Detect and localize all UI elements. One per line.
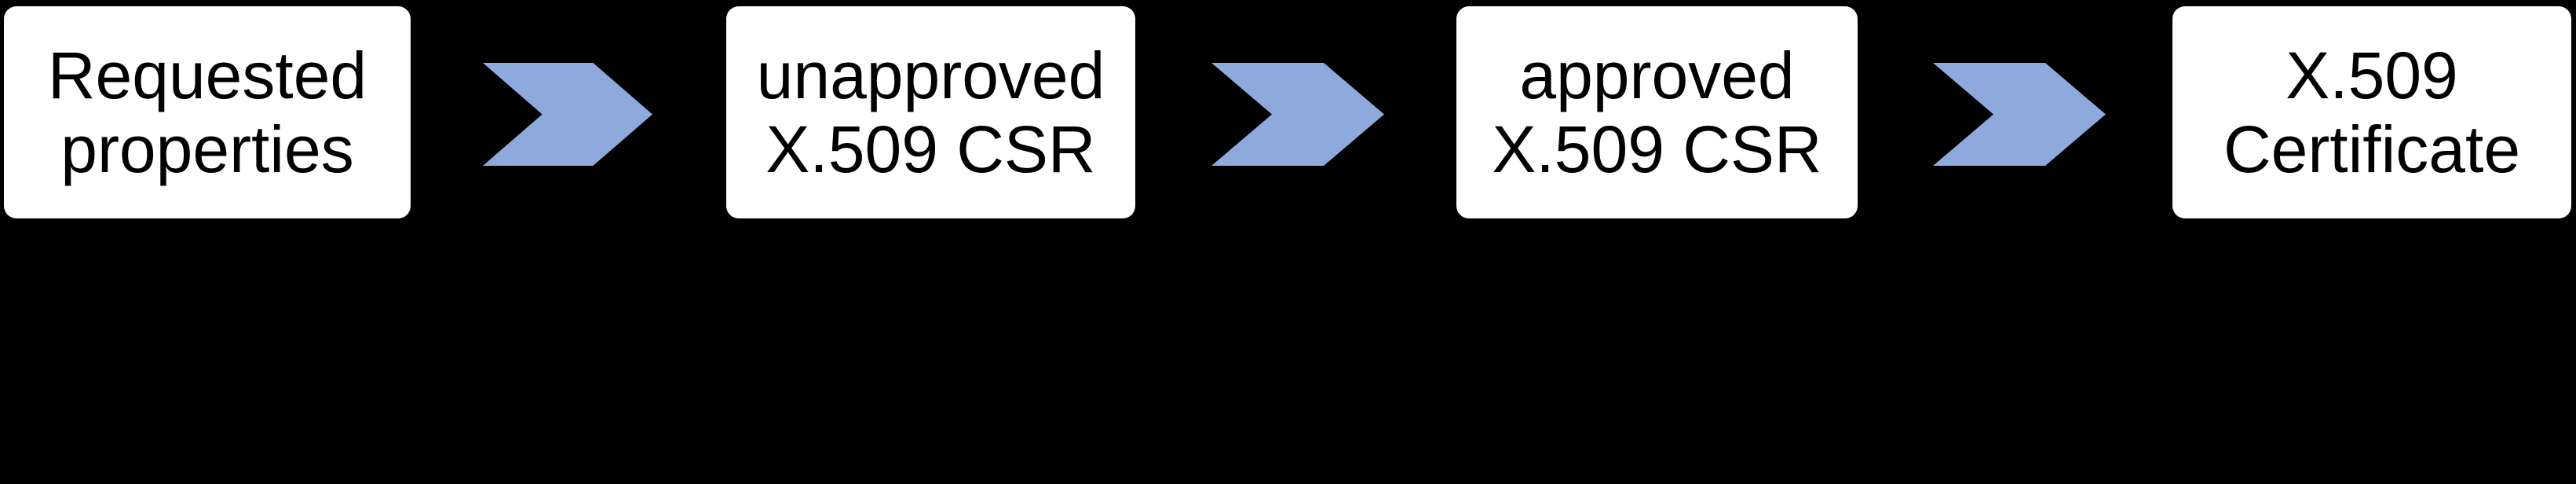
chevron-right-icon — [1211, 63, 1384, 166]
step-label-line: properties — [60, 112, 354, 186]
step-label-line: approved — [1519, 38, 1795, 112]
chevron-right-icon — [1933, 63, 2106, 166]
step-label-line: unapproved — [756, 38, 1105, 112]
flow-step-unapproved-csr: unapproved X.509 CSR — [726, 6, 1135, 218]
step-label-line: Certificate — [2223, 112, 2521, 186]
flow-step-approved-csr: approved X.509 CSR — [1456, 6, 1858, 218]
flow-step-requested-properties: Requested properties — [4, 6, 411, 218]
chevron-right-icon — [483, 63, 652, 166]
step-label-line: X.509 — [2286, 38, 2458, 112]
step-label-line: X.509 CSR — [1492, 112, 1822, 186]
step-label-line: Requested — [47, 38, 367, 112]
flow-step-x509-certificate: X.509 Certificate — [2172, 6, 2571, 218]
step-label-line: X.509 CSR — [765, 112, 1096, 186]
